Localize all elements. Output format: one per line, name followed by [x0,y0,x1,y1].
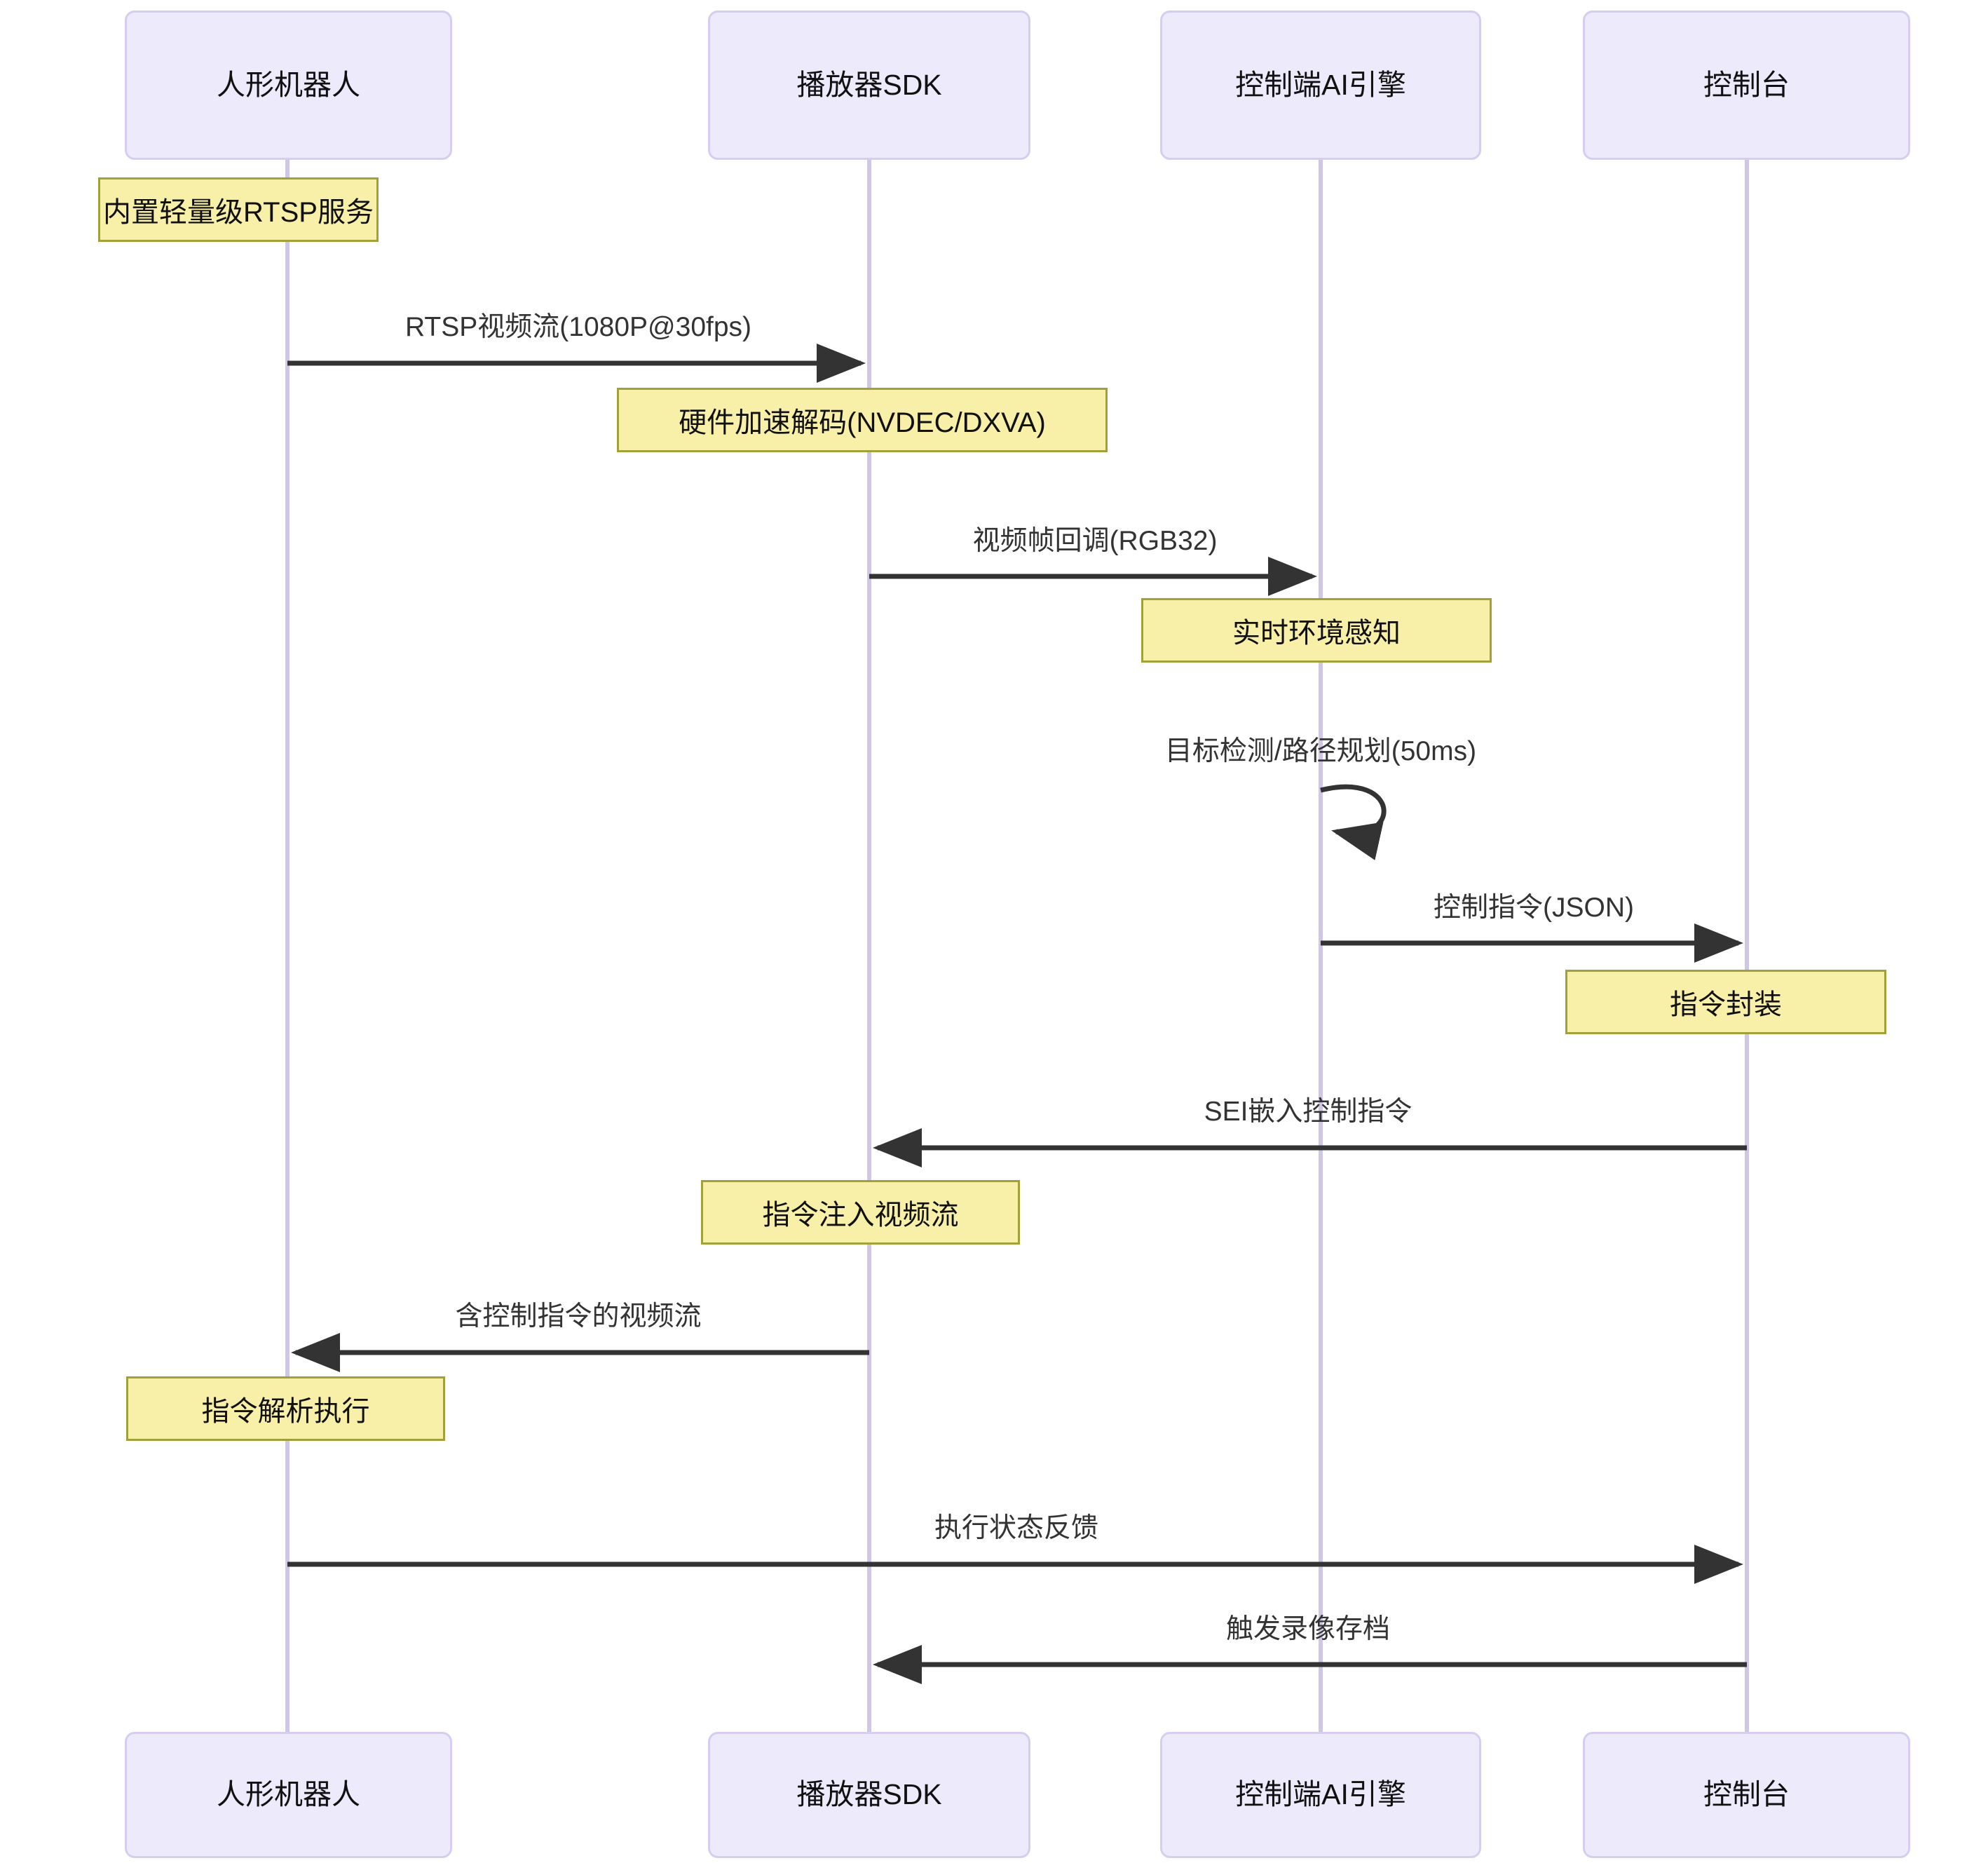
participant-label-sdk: 播放器SDK [796,1778,942,1811]
note-label-n4: 指令封装 [1670,989,1782,1020]
note-label-n1: 内置轻量级RTSP服务 [103,197,374,228]
participant-label-console: 控制台 [1703,1778,1790,1811]
message-label-m6: 含控制指令的视频流 [455,1301,702,1332]
note-n1: 内置轻量级RTSP服务 [98,177,379,242]
participant-label-console: 控制台 [1703,68,1790,101]
participant-box-bottom-console[interactable]: 控制台 [1583,1732,1910,1858]
message-label-m8: 触发录像存档 [1225,1614,1391,1644]
participant-label-robot: 人形机器人 [217,1778,360,1811]
message-arrow-m3 [1320,784,1387,860]
note-n4: 指令封装 [1565,970,1886,1034]
note-label-n3: 实时环境感知 [1232,618,1401,649]
note-n5: 指令注入视频流 [701,1180,1020,1245]
participant-box-bottom-sdk[interactable]: 播放器SDK [708,1732,1030,1858]
message-label-m4: 控制指令(JSON) [1434,893,1634,923]
participant-label-ai: 控制端AI引擎 [1235,1778,1406,1811]
message-label-m2: 视频帧回调(RGB32) [972,526,1218,556]
note-label-n5: 指令注入视频流 [762,1200,959,1231]
note-label-n6: 指令解析执行 [201,1396,370,1427]
message-label-m3: 目标检测/路径规划(50ms) [1164,736,1477,766]
message-label-m1: RTSP视频流(1080P@30fps) [404,312,752,342]
message-label-m7: 执行状态反馈 [934,1513,1099,1543]
note-label-n2: 硬件加速解码(NVDEC/DXVA) [679,407,1046,438]
participant-label-ai: 控制端AI引擎 [1235,68,1406,101]
participant-label-robot: 人形机器人 [217,68,360,101]
note-n6: 指令解析执行 [126,1376,445,1441]
participant-box-bottom-ai[interactable]: 控制端AI引擎 [1160,1732,1481,1858]
participant-box-top-ai[interactable]: 控制端AI引擎 [1160,11,1481,160]
participant-box-top-sdk[interactable]: 播放器SDK [708,11,1030,160]
message-arrows-group [287,344,1747,1684]
message-label-m5: SEI嵌入控制指令 [1204,1097,1412,1127]
participant-box-bottom-robot[interactable]: 人形机器人 [125,1732,452,1858]
participant-box-top-console[interactable]: 控制台 [1583,11,1910,160]
note-n3: 实时环境感知 [1141,598,1492,663]
participant-label-sdk: 播放器SDK [796,68,942,101]
participant-box-top-robot[interactable]: 人形机器人 [125,11,452,160]
note-n2: 硬件加速解码(NVDEC/DXVA) [617,388,1108,452]
